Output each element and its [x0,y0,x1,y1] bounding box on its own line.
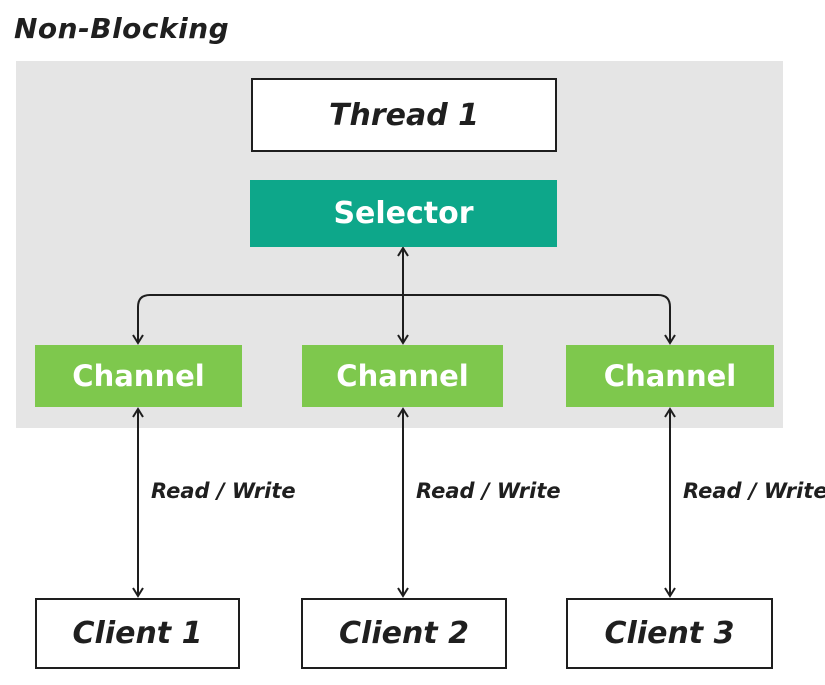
read-write-label-1: Read / Write [151,479,296,503]
read-write-label-2: Read / Write [416,479,561,503]
channel-box-3: Channel [566,345,774,407]
channel-box-1: Channel [35,345,242,407]
diagram-title: Non-Blocking [14,12,230,45]
channel-box-2: Channel [302,345,503,407]
client-box-1: Client 1 [35,598,240,669]
client-box-2: Client 2 [301,598,507,669]
client-box-3: Client 3 [566,598,773,669]
thread-box: Thread 1 [251,78,557,152]
read-write-label-3: Read / Write [683,479,825,503]
selector-box: Selector [250,180,557,247]
